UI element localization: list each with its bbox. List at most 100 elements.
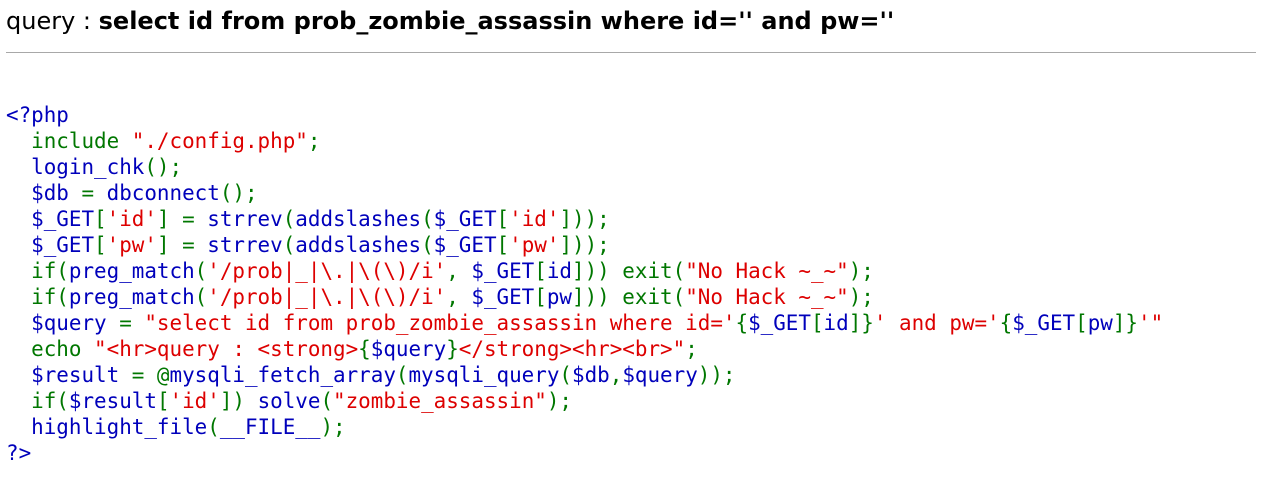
code-token: ( [194, 285, 208, 309]
code-token: [ [810, 311, 824, 335]
code-token: $_GET [1012, 311, 1076, 335]
code-token: 'pw' [106, 233, 157, 257]
code-token: $query [622, 363, 698, 387]
code-token: pw [1087, 311, 1113, 335]
code-line: login_chk(); [6, 154, 1163, 180]
code-token: [ [156, 389, 170, 413]
code-token: ); [546, 389, 573, 413]
code-token: ( [194, 259, 208, 283]
code-token: highlight_file [6, 415, 208, 439]
code-token: if( [6, 259, 69, 283]
code-token: id [823, 311, 849, 335]
code-token: mysqli_query [408, 363, 560, 387]
code-token: $_GET [748, 311, 811, 335]
code-token: include [6, 129, 132, 153]
code-token: $_GET [433, 207, 497, 231]
code-token: ); [848, 259, 874, 283]
code-token: ( [559, 363, 572, 387]
code-line: echo "<hr>query : <strong>{$query}</stro… [6, 336, 1163, 362]
code-token: (); [144, 155, 183, 179]
code-token: ])); [559, 207, 610, 231]
code-token: $_GET [471, 285, 535, 309]
code-token: '/prob|_|\.|\(\)/i' [207, 259, 447, 283]
code-token: (); [219, 181, 258, 205]
code-token: 'id' [509, 207, 560, 231]
code-token: ( [320, 389, 334, 413]
php-source-code: <?php include "./config.php"; login_chk(… [6, 102, 1163, 466]
code-line: if($result['id']) solve("zombie_assassin… [6, 388, 1163, 414]
code-token: $result [68, 389, 157, 413]
code-token: = [119, 311, 145, 335]
code-token: [ [94, 207, 107, 231]
code-token: } [446, 337, 459, 361]
code-token: '/prob|_|\.|\(\)/i' [207, 285, 447, 309]
code-token: , [446, 259, 472, 283]
code-line: $query = "select id from prob_zombie_ass… [6, 310, 1163, 336]
code-token: $db [572, 363, 610, 387]
code-token: dbconnect [106, 181, 220, 205]
code-token: ])) exit( [572, 285, 686, 309]
code-token: preg_match [68, 259, 195, 283]
code-token: 'id' [106, 207, 157, 231]
code-token: "select id from prob_zombie_assassin whe… [144, 311, 736, 335]
code-token: = [81, 181, 107, 205]
code-token: $_GET [471, 259, 535, 283]
code-token: id [546, 259, 572, 283]
code-line: $result = @mysqli_fetch_array (mysqli_que… [6, 362, 1163, 388]
code-token: __FILE__ [219, 415, 321, 439]
code-token: $result [6, 363, 132, 387]
horizontal-rule [6, 52, 1256, 53]
code-token: ] = [156, 233, 208, 257]
code-token: login_chk [6, 155, 145, 179]
code-token: pw [546, 285, 572, 309]
query-text: select id from prob_zombie_assassin wher… [98, 7, 895, 35]
code-token: ); [320, 415, 346, 439]
code-token: ]) [219, 389, 258, 413]
code-token: ( [282, 207, 296, 231]
code-token: , [446, 285, 472, 309]
code-token: echo [6, 337, 95, 361]
code-token: ( [421, 207, 434, 231]
code-line: $_GET['id'] = strrev(addslashes($_GET['i… [6, 206, 1163, 232]
code-token: ]} [848, 311, 874, 335]
code-token: addslashes [295, 207, 422, 231]
code-token: ])) exit( [572, 259, 686, 283]
code-token: ?> [6, 441, 32, 465]
code-token: "./config.php" [131, 129, 308, 153]
code-token: ( [421, 233, 434, 257]
code-token: [ [534, 259, 547, 283]
code-token: "No Hack ~_~" [685, 259, 849, 283]
code-line: highlight_file(__FILE__); [6, 414, 1163, 440]
code-token: <?php [6, 103, 69, 127]
code-token: ' and pw=' [873, 311, 1000, 335]
code-token: [ [496, 207, 510, 231]
code-token: </strong><hr><br>" [458, 337, 686, 361]
code-token: = @ [131, 363, 170, 387]
code-token: [ [534, 285, 547, 309]
code-line: $_GET['pw'] = strrev(addslashes($_GET['p… [6, 232, 1163, 258]
code-token: strrev [207, 207, 283, 231]
code-token: solve [257, 389, 321, 413]
code-token: ; [685, 337, 698, 361]
code-token: [ [94, 233, 107, 257]
code-token: strrev [207, 233, 283, 257]
query-display: query : select id from prob_zombie_assas… [6, 4, 894, 38]
code-line: if(preg_match('/prob|_|\.|\(\)/i', $_GET… [6, 258, 1163, 284]
code-token: 'id' [169, 389, 220, 413]
code-token: ]} [1112, 311, 1138, 335]
code-token: ])); [559, 233, 610, 257]
code-line: $db = dbconnect(); [6, 180, 1163, 206]
code-token: mysqli_fetch_array [169, 363, 396, 387]
code-token: { [999, 311, 1013, 335]
code-token: ] = [156, 207, 208, 231]
code-line: if(preg_match('/prob|_|\.|\(\)/i', $_GET… [6, 284, 1163, 310]
code-token: { [735, 311, 749, 335]
code-token: [ [496, 233, 510, 257]
code-token: { [358, 337, 371, 361]
code-token: $db [6, 181, 82, 205]
code-token: if( [6, 389, 69, 413]
code-token: )); [697, 363, 736, 387]
code-token: ; [307, 129, 321, 153]
code-token: ( [282, 233, 296, 257]
code-token: "No Hack ~_~" [685, 285, 849, 309]
